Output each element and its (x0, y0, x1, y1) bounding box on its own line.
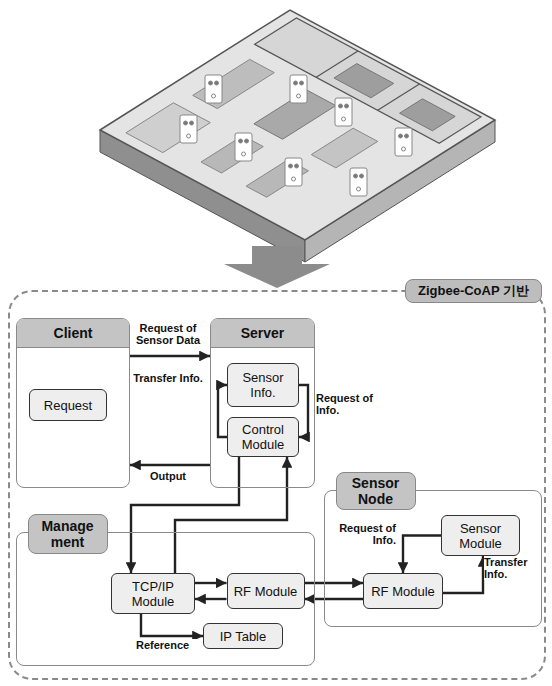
connector-arrow (443, 556, 483, 593)
module-box: RF Module (227, 573, 305, 609)
connector-arrow (131, 457, 239, 573)
connector-arrow (403, 536, 441, 574)
connector-arrow (130, 464, 210, 466)
box-label: TCP/IP Module (116, 579, 190, 609)
edge-label: Request of Sensor Data (131, 322, 205, 346)
table-box: IP Table (203, 623, 283, 649)
big-down-arrow (224, 246, 330, 288)
server-box: ServerSensor Info. Control Module (210, 318, 315, 488)
connector-arrow (195, 582, 227, 584)
process-box: Request (29, 389, 107, 421)
network-region: Zigbee-CoAP 기반ClientRequestServerSensor … (8, 290, 546, 680)
box-heading: Sensor Node (336, 472, 416, 510)
connector-arrow (305, 598, 364, 600)
building (100, 10, 495, 262)
box-heading: Client (17, 319, 129, 348)
connector-arrow (218, 385, 227, 437)
box-heading: Server (211, 319, 314, 348)
process-box: Sensor Info. (227, 363, 299, 407)
module-box: Sensor Module (441, 515, 520, 556)
box-heading: Zigbee-CoAP 기반 (405, 279, 542, 303)
box-label: Control Module (232, 422, 294, 452)
box-label: RF Module (234, 584, 298, 599)
process-box: Control Module (227, 417, 299, 457)
edge-label: Request of Info. (330, 522, 396, 546)
box-heading: Manage ment (28, 514, 108, 554)
box-label: IP Table (220, 629, 267, 644)
edge-label: Output (131, 470, 205, 482)
module-box: TCP/IP Module (111, 573, 195, 614)
connector-arrow (141, 614, 203, 636)
edge-label: Transfer Info. (131, 372, 205, 384)
edge-label: Reference (136, 639, 198, 651)
client-box: ClientRequest (16, 318, 130, 488)
module-box: RF Module (363, 573, 443, 609)
connector-arrow (130, 355, 210, 357)
box-label: Request (44, 398, 92, 413)
box-label: Sensor Info. (232, 370, 294, 400)
edge-label: Request of Info. (316, 392, 382, 416)
connector-arrow (305, 582, 364, 584)
connector-arrow (195, 598, 227, 600)
edge-label: Transfer Info. (484, 556, 536, 580)
connector-arrow (299, 385, 308, 437)
box-label: RF Module (371, 584, 435, 599)
sensor-icons (180, 75, 412, 196)
box-label: Sensor Module (446, 521, 515, 551)
